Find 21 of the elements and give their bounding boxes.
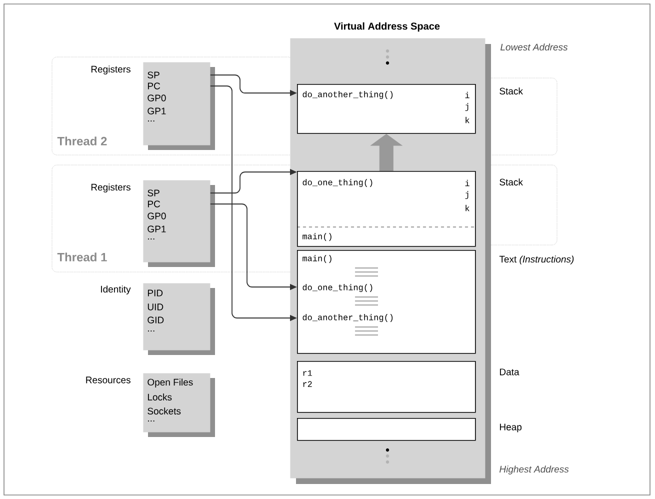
side-label: Resources [86,376,130,384]
side-label: Stack [500,178,523,186]
memory-segment: r1 r2 [297,361,476,413]
memory-segment [297,418,476,441]
address-label: Highest Address [500,466,569,474]
node-label: Virtual Address Space [334,22,440,32]
memory-segment: main() do_one_thing() do_another_thing() [297,250,476,354]
side-label: Text (Instructions) [499,256,574,264]
register-box: SP PC GP0 GP1 ... [143,62,215,150]
side-label: Heap [500,424,522,432]
memory-segment: do_one_thing() i j k main() [296,171,476,247]
address-label: Lowest Address [500,44,568,50]
register-box: Open Files Locks Sockets ... [143,373,215,437]
memory-segment: do_another_thing() i j k [297,84,476,134]
side-label: Registers [91,66,130,74]
side-label: Stack [500,88,523,94]
side-label: Identity [101,286,131,294]
side-label: Data [500,368,520,376]
side-label: Registers [91,184,130,192]
register-box: SP PC GP0 GP1 ... [143,180,215,267]
register-box: PID UID GID ... [143,283,215,355]
